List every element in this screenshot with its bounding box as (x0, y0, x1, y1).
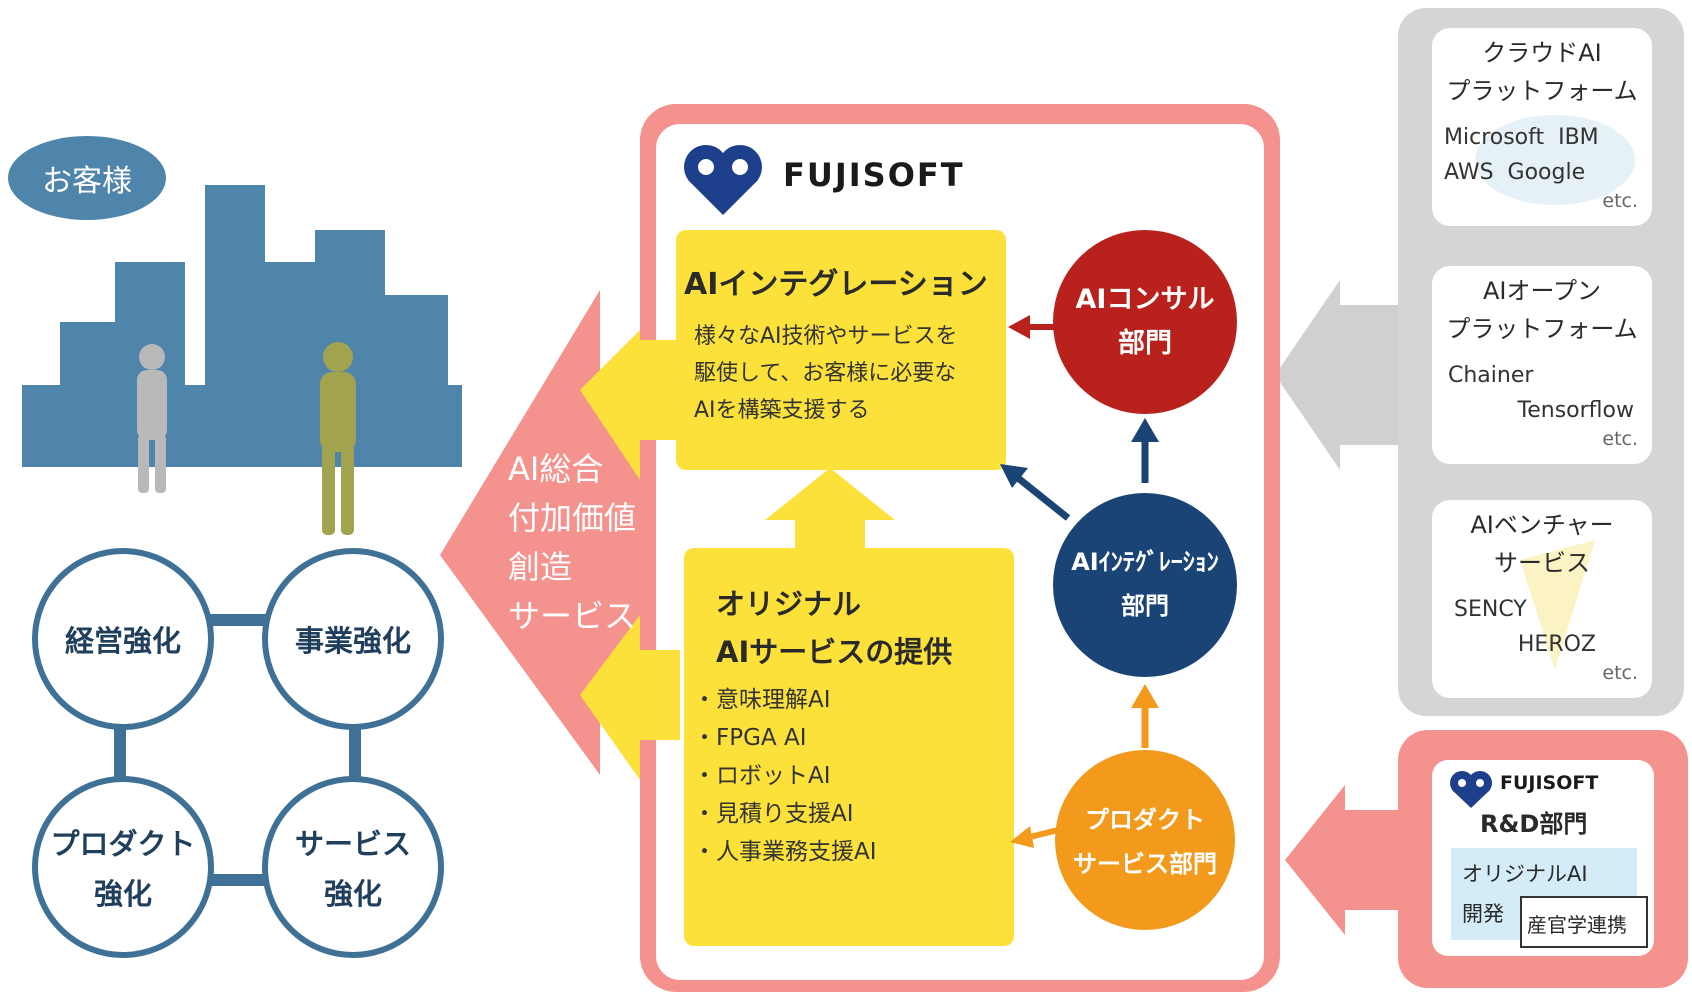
circle-product-label-2: 強化 (93, 877, 152, 911)
platform-cloud-line-2: AWS Google (1444, 160, 1586, 185)
integration-dept-label-2: 部門 (1121, 592, 1169, 620)
circle-service-label-2: 強化 (323, 877, 382, 911)
integration-dept-circle (1053, 493, 1237, 677)
rnd-title: R&D部門 (1480, 810, 1588, 838)
value-line-3: 創造 (508, 548, 573, 586)
platform-card-open (1432, 266, 1652, 464)
original-title-1: オリジナル (716, 587, 862, 621)
circle-management-label: 経営強化 (64, 624, 181, 658)
platform-open-title-1: AIオープン (1482, 277, 1602, 305)
circle-business: 事業強化 (262, 548, 444, 730)
integration-dept-label-1: AIｲﾝﾃｸﾞﾚｰｼｮﾝ (1071, 548, 1219, 576)
platform-open-title-2: プラットフォーム (1446, 315, 1638, 343)
integration-desc-1: 様々なAI技術やサービスを (694, 324, 958, 349)
customer-label: お客様 (42, 164, 132, 199)
platform-cloud-title-2: プラットフォーム (1446, 77, 1638, 105)
integration-dept-label: AIｲﾝﾃｸﾞﾚｰｼｮﾝ 部門 (1053, 540, 1237, 628)
rnd-tag-box (1520, 896, 1648, 948)
platform-cloud-text: クラウドAI プラットフォーム Microsoft IBM AWS Google… (1432, 34, 1652, 212)
original-list: ・意味理解AI ・FPGA AI ・ロボットAI ・見積り支援AI ・人事業務支… (693, 681, 877, 871)
circle-product-label-1: プロダクト (50, 827, 196, 861)
person-olive (320, 342, 356, 535)
platform-venture-text: AIベンチャー サービス SENCY HEROZ etc. (1432, 506, 1652, 684)
rnd-tag: 産官学連携 (1527, 913, 1627, 937)
integration-desc-3: AIを構築支援する (694, 398, 870, 423)
platform-venture-line-1: SENCY (1454, 597, 1527, 622)
arrow-integration-left (580, 330, 680, 480)
rnd-box-line-1: オリジナルAI (1462, 862, 1588, 886)
platform-venture-title-2: サービス (1494, 549, 1590, 577)
platform-cloud-title-1: クラウドAI (1482, 39, 1602, 67)
arrow-original-up (765, 468, 895, 560)
platform-venture-title-1: AIベンチャー (1470, 511, 1614, 539)
rnd-logo-text: FUJISOFT (1500, 772, 1599, 794)
platform-open-line-2: Tensorflow (1517, 398, 1634, 423)
dept-arrows (1000, 315, 1159, 848)
city-silhouette (22, 185, 462, 467)
fujisoft-logo-text: FUJISOFT (783, 156, 965, 194)
platform-open-etc: etc. (1602, 428, 1638, 450)
value-arrow-text: AI総合 付加価値 創造 サービス (508, 445, 636, 641)
rnd-arrow (1285, 785, 1398, 935)
original-item-5: ・人事業務支援AI (693, 839, 877, 865)
rnd-box-line-2: 開発 (1462, 902, 1504, 926)
circle-management: 経営強化 (32, 548, 214, 730)
fujisoft-logo-mark (684, 145, 762, 215)
platform-cloud-etc: etc. (1602, 190, 1638, 212)
platform-cloud-line-1: Microsoft IBM (1444, 125, 1599, 150)
platform-open-line-1: Chainer (1448, 363, 1534, 388)
original-item-2: ・FPGA AI (693, 725, 807, 751)
integration-box (676, 230, 1006, 470)
circle-business-label: 事業強化 (294, 624, 411, 658)
integration-desc-2: 駆使して、お客様に必要な (694, 361, 957, 386)
consulting-label-1: AIコンサル (1075, 284, 1215, 315)
original-title-2: AIサービスの提供 (716, 635, 953, 669)
platform-venture-etc: etc. (1602, 662, 1638, 684)
integration-desc: 様々なAI技術やサービスを 駆使して、お客様に必要な AIを構築支援する (694, 318, 958, 429)
person-gray (137, 344, 167, 493)
product-dept-label-1: プロダクト (1085, 806, 1205, 834)
consulting-label: AIコンサル 部門 (1053, 278, 1237, 366)
flag-watermark-icon (1520, 540, 1595, 670)
value-line-1: AI総合 (508, 450, 604, 488)
circle-product: プロダクト 強化 (32, 776, 214, 958)
integration-title: AIインテグレーション (684, 267, 988, 302)
platform-arrow (1275, 280, 1398, 470)
original-box (684, 548, 1014, 946)
arrow-original-left (580, 615, 680, 780)
product-dept-label: プロダクト サービス部門 (1053, 798, 1237, 886)
original-item-4: ・見積り支援AI (693, 801, 854, 827)
circle-service: サービス 強化 (262, 776, 444, 958)
original-title: オリジナル AIサービスの提供 (716, 580, 952, 676)
consulting-label-2: 部門 (1118, 328, 1172, 359)
consulting-circle (1053, 230, 1237, 414)
customer-badge: お客様 (8, 136, 166, 220)
product-dept-circle (1055, 750, 1235, 930)
cloud-watermark-icon (1475, 115, 1635, 205)
product-dept-label-2: サービス部門 (1073, 850, 1217, 878)
original-item-3: ・ロボットAI (693, 763, 831, 789)
platform-venture-line-2: HEROZ (1517, 632, 1596, 657)
platform-open-text: AIオープン プラットフォーム Chainer Tensorflow etc. (1432, 272, 1652, 450)
value-line-2: 付加価値 (508, 499, 637, 537)
original-item-1: ・意味理解AI (693, 687, 831, 713)
fujisoft-small-logo-mark (1450, 771, 1492, 808)
circle-service-label-1: サービス (294, 827, 411, 861)
value-line-4: サービス (508, 597, 637, 635)
